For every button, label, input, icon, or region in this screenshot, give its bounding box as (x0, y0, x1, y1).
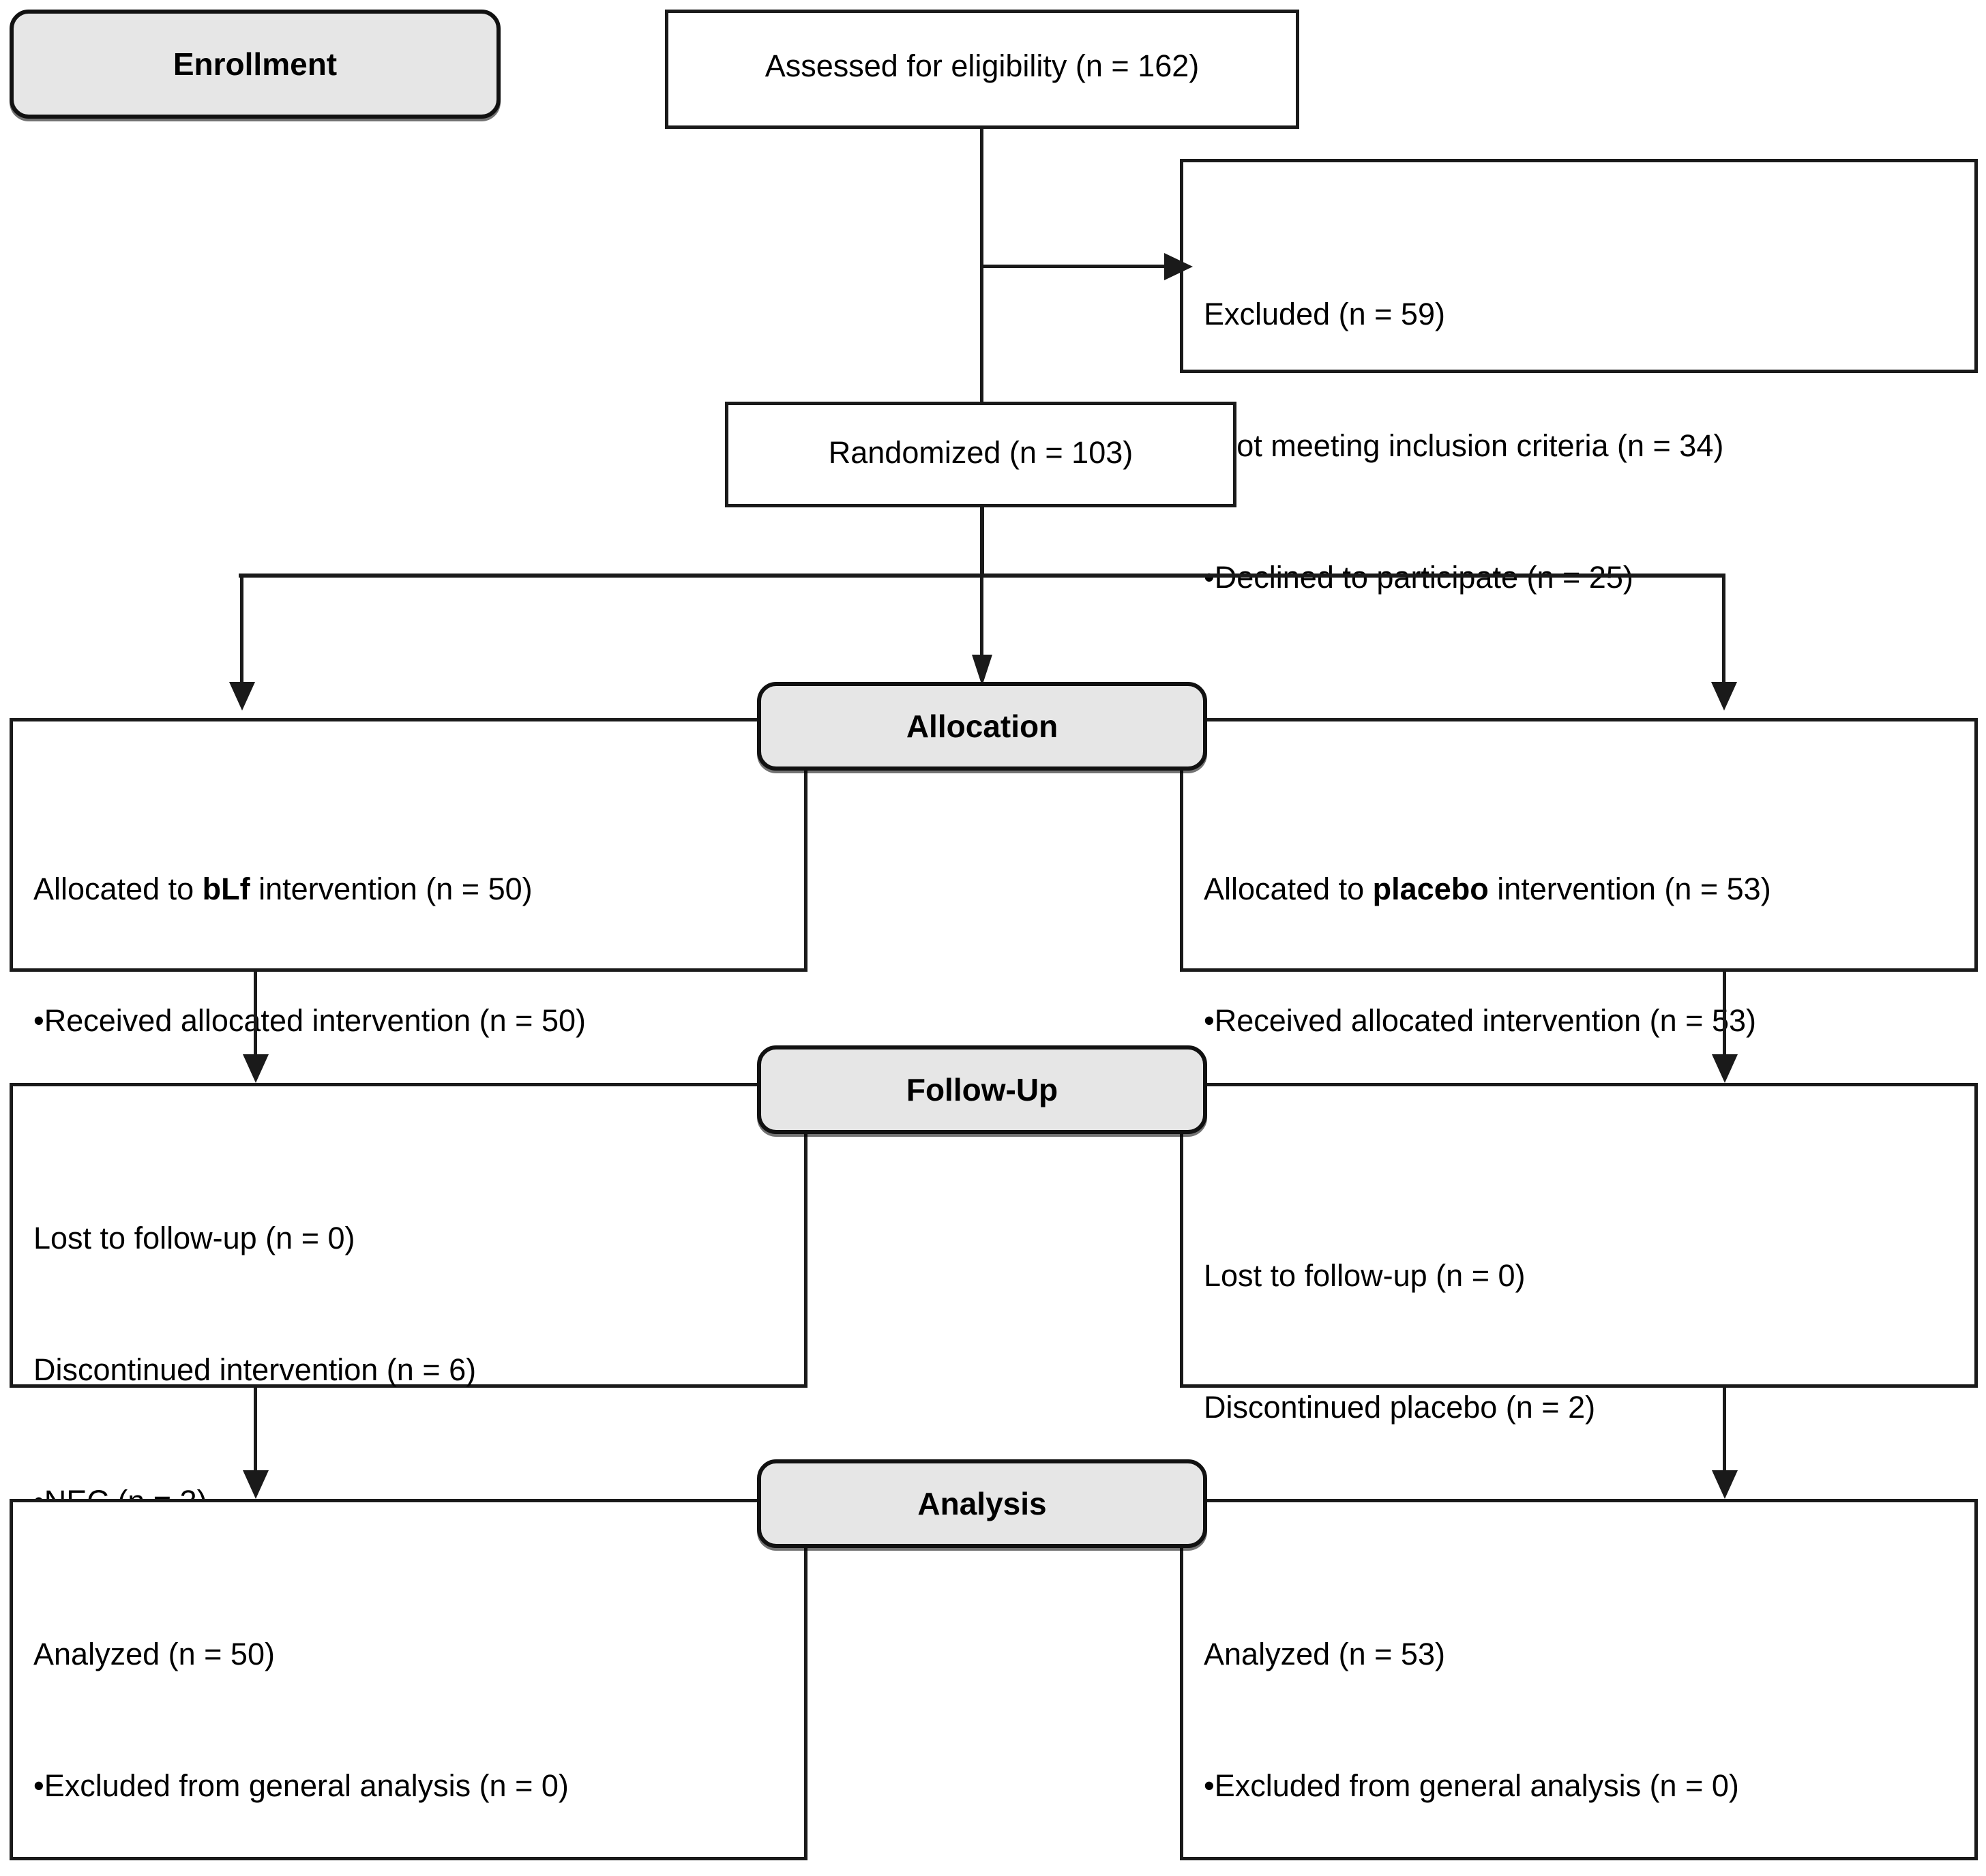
arrow-to-analysis-blf (243, 1470, 269, 1499)
arrow-to-allocated-blf (229, 682, 255, 711)
allocated-placebo-heading: Allocated to placebo intervention (n = 5… (1204, 867, 1958, 911)
allocated-blf-heading: Allocated to bLf intervention (n = 50) (33, 867, 788, 911)
stage-label-allocation: Allocation (757, 682, 1207, 771)
stage-label-analysis: Analysis (757, 1459, 1207, 1548)
connector-blf-alloc-to-followup (254, 972, 257, 1057)
followup-placebo-line-1: Lost to follow-up (n = 0) (1204, 1257, 1526, 1293)
analysis-blf-content: Analyzed (n = 50) •Excluded from general… (33, 1545, 788, 1876)
box-excluded: Excluded (n = 59) •Not meeting inclusion… (1180, 159, 1978, 595)
allocated-placebo-heading-strong: placebo (1372, 871, 1489, 906)
box-randomized: Randomized (n = 103) (725, 402, 1236, 507)
excluded-content: Excluded (n = 59) •Not meeting inclusion… (1204, 205, 1958, 687)
excluded-item-1: •Not meeting inclusion criteria (n = 34) (1204, 428, 1724, 463)
box-allocated-blf: Allocated to bLf intervention (n = 50) •… (10, 718, 807, 1170)
arrow-to-allocated-placebo (1711, 682, 1737, 711)
followup-blf-line-2: Discontinued intervention (n = 6) (33, 1352, 477, 1387)
allocated-blf-item-1: •Received allocated intervention (n = 50… (33, 1002, 586, 1038)
analysis-blf-heading: Analyzed (n = 50) (33, 1636, 275, 1671)
box-allocated-placebo: Allocated to placebo intervention (n = 5… (1180, 718, 1978, 1170)
connector-to-excluded (980, 265, 1178, 268)
analysis-placebo-item-1: •Excluded from general analysis (n = 0) (1204, 1768, 1739, 1803)
assessed-text: Assessed for eligibility (n = 162) (765, 48, 1200, 83)
connector-placebo-followup-to-analysis (1723, 1388, 1726, 1473)
box-analysis-placebo: Analyzed (n = 53) •Excluded from general… (1180, 1499, 1978, 1860)
excluded-heading: Excluded (n = 59) (1204, 296, 1445, 331)
box-assessed-for-eligibility: Assessed for eligibility (n = 162) (665, 10, 1299, 129)
allocated-blf-heading-strong: bLf (202, 871, 250, 906)
connector-placebo-alloc-to-followup (1723, 972, 1726, 1057)
stage-label-enrollment: Enrollment (10, 10, 501, 119)
connector-blf-followup-to-analysis (254, 1388, 257, 1473)
stage-label-followup: Follow-Up (757, 1045, 1207, 1134)
analysis-placebo-heading: Analyzed (n = 53) (1204, 1636, 1445, 1671)
allocated-blf-heading-post: intervention (n = 50) (250, 871, 533, 906)
followup-blf-line-1: Lost to follow-up (n = 0) (33, 1220, 355, 1255)
connector-split-right (1722, 574, 1725, 686)
box-followup-blf: Lost to follow-up (n = 0) Discontinued i… (10, 1083, 807, 1782)
allocated-placebo-heading-post: intervention (n = 53) (1488, 871, 1771, 906)
box-analysis-blf: Analyzed (n = 50) •Excluded from general… (10, 1499, 807, 1860)
analysis-blf-item-1: •Excluded from general analysis (n = 0) (33, 1768, 569, 1803)
connector-split-center (980, 574, 983, 659)
arrow-to-allocation-label (972, 655, 992, 686)
connector-split-left (240, 574, 243, 686)
allocated-placebo-heading-pre: Allocated to (1204, 871, 1373, 906)
stage-label-enrollment-text: Enrollment (173, 46, 338, 82)
allocated-blf-heading-pre: Allocated to (33, 871, 203, 906)
stage-label-analysis-text: Analysis (917, 1486, 1047, 1521)
box-followup-placebo: Lost to follow-up (n = 0) Discontinued p… (1180, 1083, 1978, 1688)
analysis-placebo-content: Analyzed (n = 53) •Excluded from general… (1204, 1545, 1958, 1876)
arrow-to-analysis-placebo (1712, 1470, 1738, 1499)
arrow-to-followup-placebo (1712, 1054, 1738, 1083)
arrow-to-followup-blf (243, 1054, 269, 1083)
stage-label-followup-text: Follow-Up (906, 1072, 1058, 1107)
arrow-to-excluded (1164, 253, 1193, 280)
stage-label-allocation-text: Allocation (906, 709, 1058, 744)
followup-placebo-line-2: Discontinued placebo (n = 2) (1204, 1389, 1596, 1425)
allocated-placebo-item-1: •Received allocated intervention (n = 53… (1204, 1002, 1756, 1038)
randomized-text: Randomized (n = 103) (828, 435, 1133, 470)
connector-randomized-down (980, 507, 984, 576)
